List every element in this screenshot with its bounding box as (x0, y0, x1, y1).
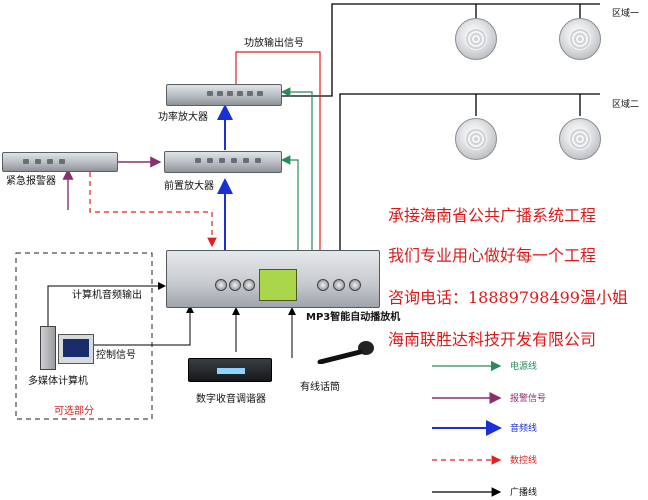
legend-label-control: 数控线 (510, 456, 538, 466)
pc-label: 多媒体计算机 (28, 376, 88, 387)
legend-label-alarm: 报警信号 (510, 394, 547, 404)
power-line-amp (280, 87, 313, 250)
promo-line-4: 海南联胜达科技开发有限公司 (388, 330, 597, 349)
pc-audio-out-label: 计算机音频输出 (72, 290, 142, 301)
promo-line-3: 咨询电话：18889798499温小姐 (388, 288, 628, 307)
computer-tower-icon (40, 326, 56, 370)
speaker-icon (559, 18, 601, 60)
mp3-player-device (166, 250, 380, 308)
speaker-icon (455, 118, 497, 160)
control-line-dashed (89, 172, 217, 248)
pc-control-line (90, 305, 194, 346)
optional-label: 可选部分 (54, 406, 94, 417)
promo-line-2: 我们专业用心做好每一个工程 (388, 246, 597, 265)
speaker-icon (455, 18, 497, 60)
legend-label-audio: 音频线 (510, 424, 538, 434)
zone-2-label: 区域二 (612, 100, 640, 110)
control-signal-label: 控制信号 (96, 350, 136, 361)
pre-amp-label: 前置放大器 (164, 181, 214, 192)
alarm-label: 紧急报警器 (6, 176, 56, 187)
tuner-device (188, 358, 272, 382)
computer-monitor-icon (58, 334, 94, 364)
microphone-icon (317, 341, 374, 364)
speaker-icon (559, 118, 601, 160)
power-amp-device (166, 84, 282, 106)
amp-output-line (235, 51, 321, 250)
power-amp-label: 功率放大器 (158, 112, 208, 123)
alarm-device (2, 152, 118, 172)
zone-1-label: 区域一 (612, 9, 640, 19)
mic-label: 有线话筒 (300, 382, 340, 393)
pre-amp-device (164, 151, 282, 173)
legend-label-broadcast: 广播线 (510, 488, 538, 498)
tuner-label: 数字收音调谐器 (196, 394, 266, 405)
power-line-preamp (280, 155, 299, 250)
optional-box (15, 252, 153, 420)
promo-line-1: 承接海南省公共广播系统工程 (388, 206, 597, 225)
pc-audio-line (47, 282, 166, 328)
legend-label-power: 电源线 (510, 362, 538, 372)
amp-output-label: 功放输出信号 (244, 38, 304, 49)
mp3-player-label: MP3智能自动播放机 (306, 312, 401, 323)
broadcast-lines (276, 3, 600, 250)
